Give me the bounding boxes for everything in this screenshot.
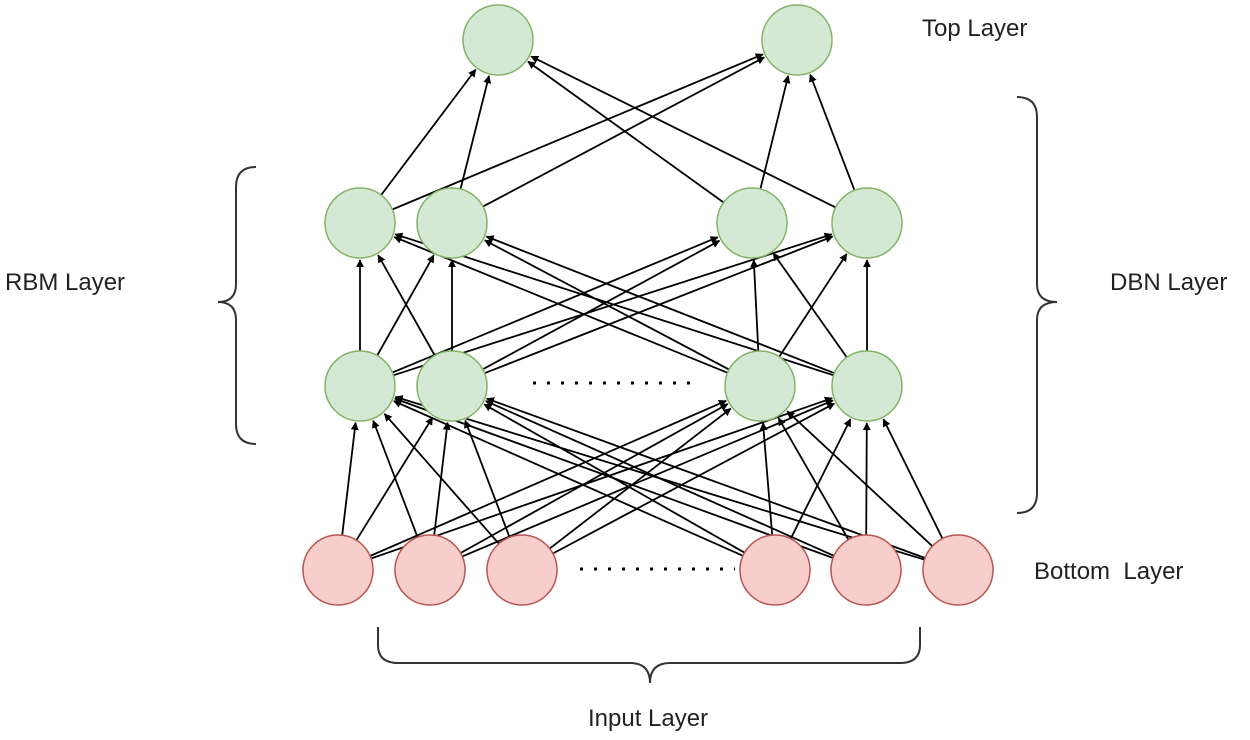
bottom-layer-node-2 (394, 534, 466, 606)
top-layer-node-2 (761, 4, 833, 76)
bottom-layer-node-5 (830, 534, 902, 606)
bottom-layer-label: Bottom Layer (1034, 558, 1184, 585)
edge-bottom-to-hidden1-5-2 (786, 410, 934, 547)
edge-hidden2-to-top-1-1 (482, 56, 766, 208)
edge-bottom-to-hidden1-3-2 (759, 422, 774, 536)
edge-hidden1-to-hidden2-2-0 (393, 236, 728, 374)
edge-bottom-to-hidden1-2-2 (549, 407, 732, 550)
edge-hidden1-to-hidden2-0-2 (391, 236, 719, 374)
edge-bottom-to-hidden1-0-3 (370, 396, 833, 560)
input-layer-label: Input Layer (588, 705, 709, 732)
hidden-layer-1-node-4 (831, 350, 903, 422)
dbn-layer-label: DBN Layer (1110, 269, 1228, 296)
hidden-layer-2-node-4 (831, 187, 903, 259)
network-nodes (302, 4, 994, 606)
edge-hidden1-to-hidden2-1-0 (377, 254, 436, 356)
edge-bottom-to-hidden1-0-0 (341, 421, 359, 536)
edge-hidden1-to-hidden2-2-2 (750, 259, 760, 352)
top-layer-label: Top Layer (922, 15, 1028, 42)
edge-bottom-to-hidden1-2-0 (383, 413, 500, 545)
edge-hidden1-to-hidden2-2-1 (483, 239, 730, 371)
edge-bottom-to-hidden1-1-3 (461, 399, 834, 558)
edge-hidden2-to-top-1-0 (459, 75, 492, 190)
edge-bottom-to-hidden1-0-2 (369, 399, 727, 557)
bottom-layer-node-3 (486, 534, 558, 606)
rbm-layer-brace (217, 166, 257, 445)
edge-bottom-to-hidden1-2-1 (464, 419, 511, 538)
edge-bottom-to-hidden1-5-0 (394, 395, 925, 561)
edge-hidden2-to-top-0-1 (391, 53, 764, 211)
hidden-layer-1-node-2 (416, 350, 488, 422)
bottom-layer-node-6 (922, 534, 994, 606)
edge-bottom-to-hidden1-5-3 (882, 418, 944, 539)
bottom-layer-node-4 (739, 534, 811, 606)
edge-bottom-to-hidden1-3-0 (393, 400, 744, 557)
hidden-layer-2-node-2 (416, 187, 488, 259)
bottom-layer-node-1 (302, 534, 374, 606)
input-layer-brace (377, 627, 921, 684)
edge-hidden1-to-hidden2-1-2 (482, 239, 721, 371)
edge-bottom-to-hidden1-4-2 (777, 417, 850, 541)
connection-edges (341, 53, 944, 561)
rbm-layer-label: RBM Layer (5, 269, 126, 296)
edge-bottom-to-hidden1-4-3 (862, 422, 871, 536)
edge-bottom-to-hidden1-3-3 (789, 418, 852, 540)
hidden-layer-2-node-3 (716, 187, 788, 259)
edge-hidden1-to-hidden2-3-1 (485, 235, 835, 375)
hidden-layer-1-node-3 (724, 350, 796, 422)
edge-hidden1-to-hidden2-2-3 (778, 253, 848, 358)
hidden-layer-2-node-1 (324, 187, 396, 259)
dbn-layer-brace (1016, 96, 1058, 514)
top-layer-node-1 (462, 4, 534, 76)
edge-hidden2-to-top-0-0 (380, 68, 477, 196)
edge-bottom-to-hidden1-4-0 (394, 397, 834, 559)
edge-hidden2-to-top-3-1 (809, 73, 856, 191)
edge-hidden2-to-top-2-0 (527, 60, 725, 204)
edge-bottom-to-hidden1-1-0 (372, 419, 419, 538)
edge-bottom-to-hidden1-1-2 (460, 403, 729, 554)
edge-bottom-to-hidden1-5-1 (486, 397, 926, 559)
edge-bottom-to-hidden1-2-3 (552, 402, 836, 555)
edge-hidden1-to-hidden2-3-2 (772, 252, 848, 358)
edge-hidden2-to-top-3-0 (530, 55, 836, 209)
edge-hidden2-to-top-2-1 (759, 75, 791, 190)
hidden-layer-1-node-1 (324, 350, 396, 422)
